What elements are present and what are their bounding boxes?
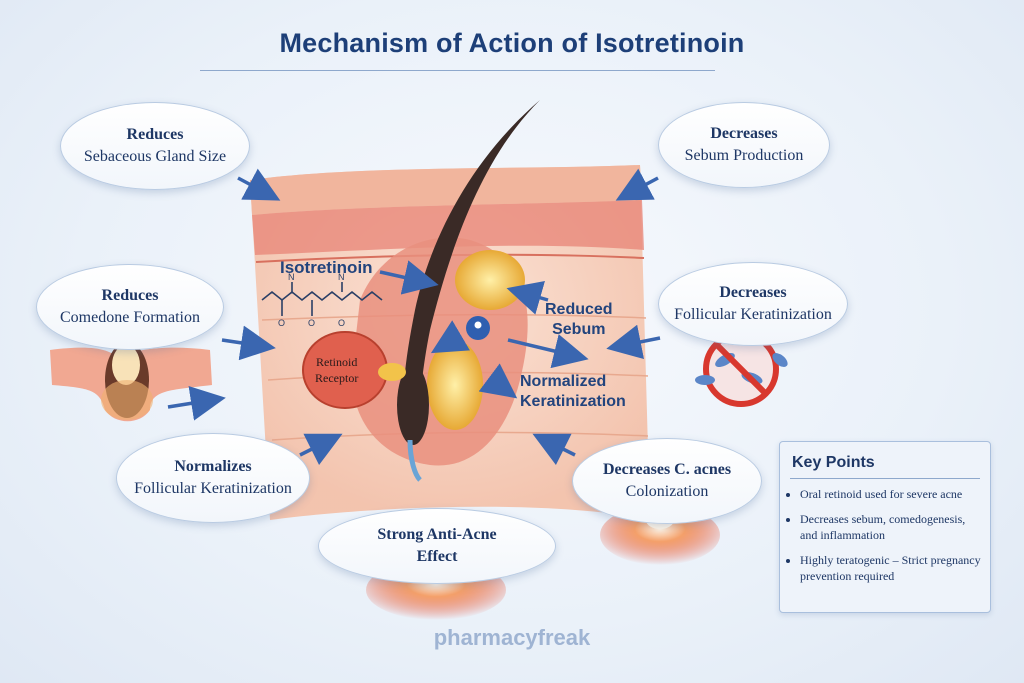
label-reduced-sebum: Reduced Sebum [545,300,613,340]
svg-text:N: N [288,272,295,282]
footer-brand: pharmacyfreak [433,625,591,650]
bubble-line2: Effect [416,548,458,565]
page-title: Mechanism of Action of Isotretinoin [279,28,745,58]
bubble-line1: Normalizes [174,458,252,475]
bubble-line2: Sebaceous Gland Size [83,148,227,165]
svg-text:O: O [338,318,345,328]
bubble-reduces-comedone: Reduces Comedone Formation [36,264,224,350]
bubble-line1: Reduces [101,287,159,304]
label-reduced-line1: Reduced [545,301,613,318]
key-point-item: Highly teratogenic – Strict pregnancy pr… [800,552,982,584]
svg-text:N: N [338,272,345,282]
key-point-item: Oral retinoid used for severe acne [800,486,982,502]
key-point-item: Decreases sebum, comedogenesis, and infl… [800,511,982,543]
key-points-panel: Key Points Oral retinoid used for severe… [779,441,991,613]
isotretinoin-molecule [261,282,383,316]
bubble-strong-anti-acne: Strong Anti-Acne Effect [318,508,556,584]
bubble-line2: Comedone Formation [60,309,200,326]
label-retinoid-receptor: Retinoid Receptor [315,354,358,386]
label-reduced-line2: Sebum [552,321,606,338]
bubble-line2: Sebum Production [684,147,804,164]
key-points-divider [790,478,980,479]
bubble-line2: Colonization [625,483,709,500]
title-underline [200,70,715,71]
bubble-line1: Reduces [126,126,184,143]
label-normalized-line1: Normalized [520,373,607,390]
label-receptor-line2: Receptor [315,371,359,385]
bacteria-prohibited-icon [695,331,788,407]
label-receptor-line1: Retinoid [315,355,358,369]
bubble-line1: Decreases [710,125,778,142]
label-normalized-line2: Keratinization [520,393,626,410]
key-points-list: Oral retinoid used for severe acne Decre… [786,486,982,593]
svg-text:O: O [278,318,285,328]
svg-text:O: O [308,318,315,328]
retinoid-receptor [302,331,406,409]
bubble-line2: Follicular Keratinization [134,480,292,497]
flow-arrows [167,168,661,466]
label-isotretinoin: Isotretinoin [280,258,373,277]
sebaceous-gland-bottom [427,340,483,430]
label-normalized-keratinization: Normalized Keratinization [520,372,626,412]
bubble-reduces-sebaceous-gland: Reduces Sebaceous Gland Size [60,102,250,190]
bubble-line1: Strong Anti-Acne [377,526,497,543]
bubble-line2: Follicular Keratinization [674,306,832,323]
bubble-decreases-sebum: Decreases Sebum Production [658,102,830,188]
bubble-decreases-keratinization: Decreases Follicular Keratinization [658,262,848,346]
comedone-illustration [50,342,212,422]
key-points-title: Key Points [792,454,875,471]
sebaceous-gland-top [455,250,525,310]
bubble-line1: Decreases [719,284,787,301]
bubble-decreases-cacnes: Decreases C. acnes Colonization [572,438,762,524]
bubble-normalizes-keratinization: Normalizes Follicular Keratinization [116,433,310,523]
bubble-line1: Decreases C. acnes [602,461,732,478]
